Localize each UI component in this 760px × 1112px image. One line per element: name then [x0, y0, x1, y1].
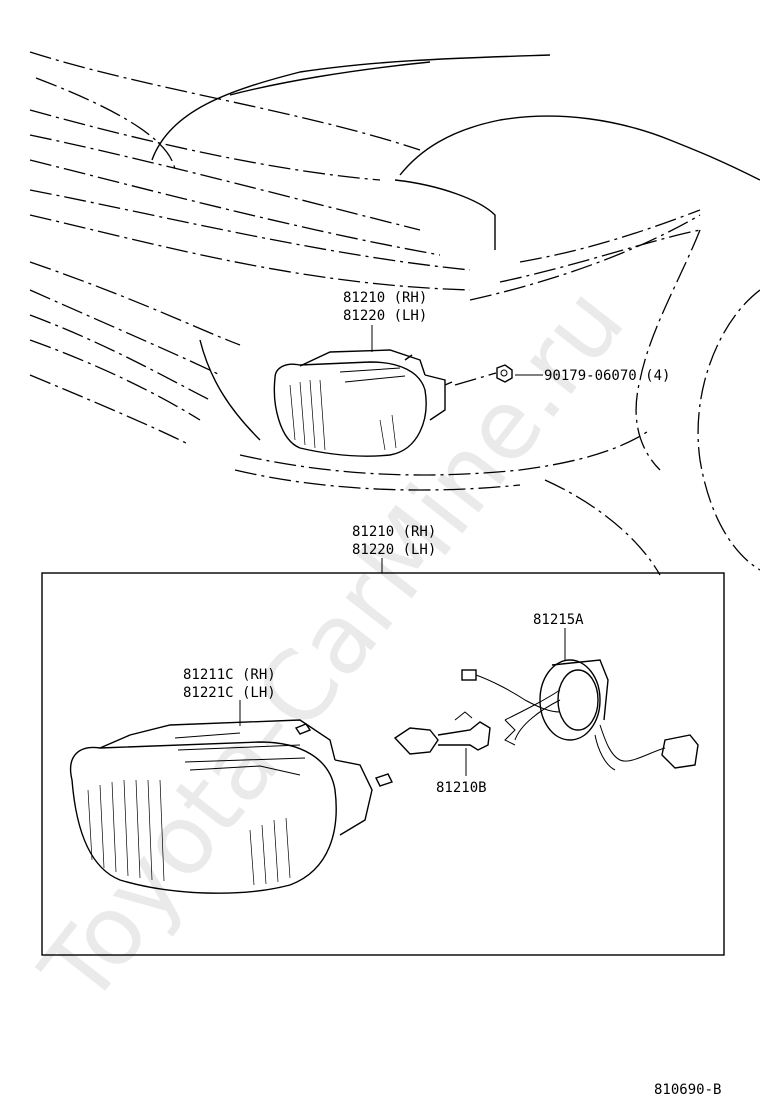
fog-lamp-housing [69, 719, 393, 894]
socket-harness-icon [461, 659, 699, 771]
vehicle-body-outline [29, 51, 760, 576]
assembly-detail-frame [41, 572, 725, 956]
label-housing-lh: 81221C (LH) [183, 685, 276, 701]
label-socket: 81215A [533, 612, 584, 628]
label-top-part-lh: 81220 (LH) [343, 308, 427, 324]
label-assy-rh: 81210 (RH) [352, 524, 436, 540]
diagram-code: 810690-B [654, 1082, 721, 1098]
label-assy-lh: 81220 (LH) [352, 542, 436, 558]
label-nut: 90179-06070 (4) [544, 368, 670, 384]
nut-mount-axis [454, 372, 497, 386]
label-housing-rh: 81211C (RH) [183, 667, 276, 683]
bulb-icon [393, 711, 491, 755]
nut-icon [496, 364, 513, 383]
label-bulb: 81210B [436, 780, 487, 796]
label-top-part-rh: 81210 (RH) [343, 290, 427, 306]
fog-lamp-installed [273, 349, 453, 457]
